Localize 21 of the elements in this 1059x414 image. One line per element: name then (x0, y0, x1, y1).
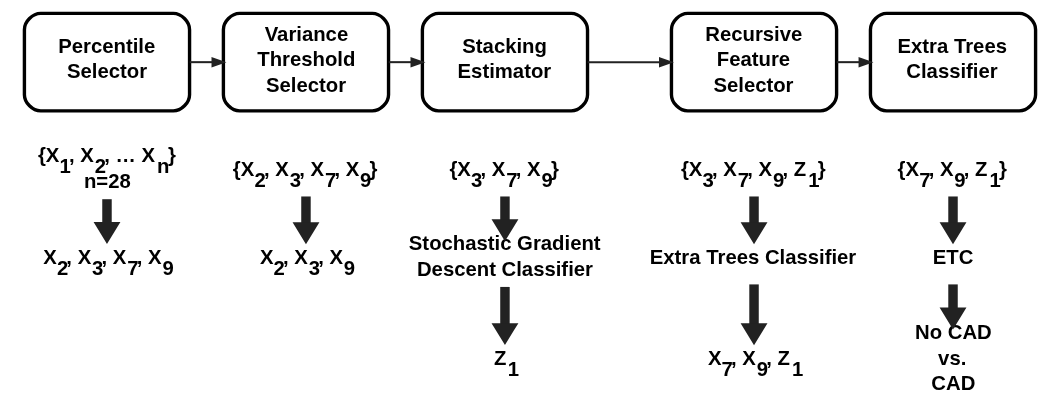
arrow (388, 56, 425, 68)
arrow (93, 199, 120, 244)
node-text: ETC (932, 245, 973, 268)
arrow (491, 286, 518, 346)
node-text: No CAD vs. CAD (914, 320, 992, 395)
node-text: Stochastic Gradient Descent Classifier (408, 232, 601, 281)
arrow (740, 196, 767, 245)
node-text: Extra Trees Classifier (649, 245, 856, 268)
node-box: Stacking Estimator (420, 11, 589, 113)
node-box: Extra Trees Classifier (868, 11, 1037, 113)
arrow (836, 56, 873, 68)
node-box: Percentile Selector (22, 11, 191, 113)
node-box: Recursive Feature Selector (669, 11, 838, 113)
arrow (189, 56, 226, 68)
node-box: Variance Threshold Selector (221, 11, 390, 113)
arrow (491, 196, 518, 242)
arrow (292, 196, 319, 245)
arrow (939, 196, 966, 245)
arrow (740, 284, 767, 346)
arrow (587, 56, 674, 68)
arrow (939, 284, 966, 330)
